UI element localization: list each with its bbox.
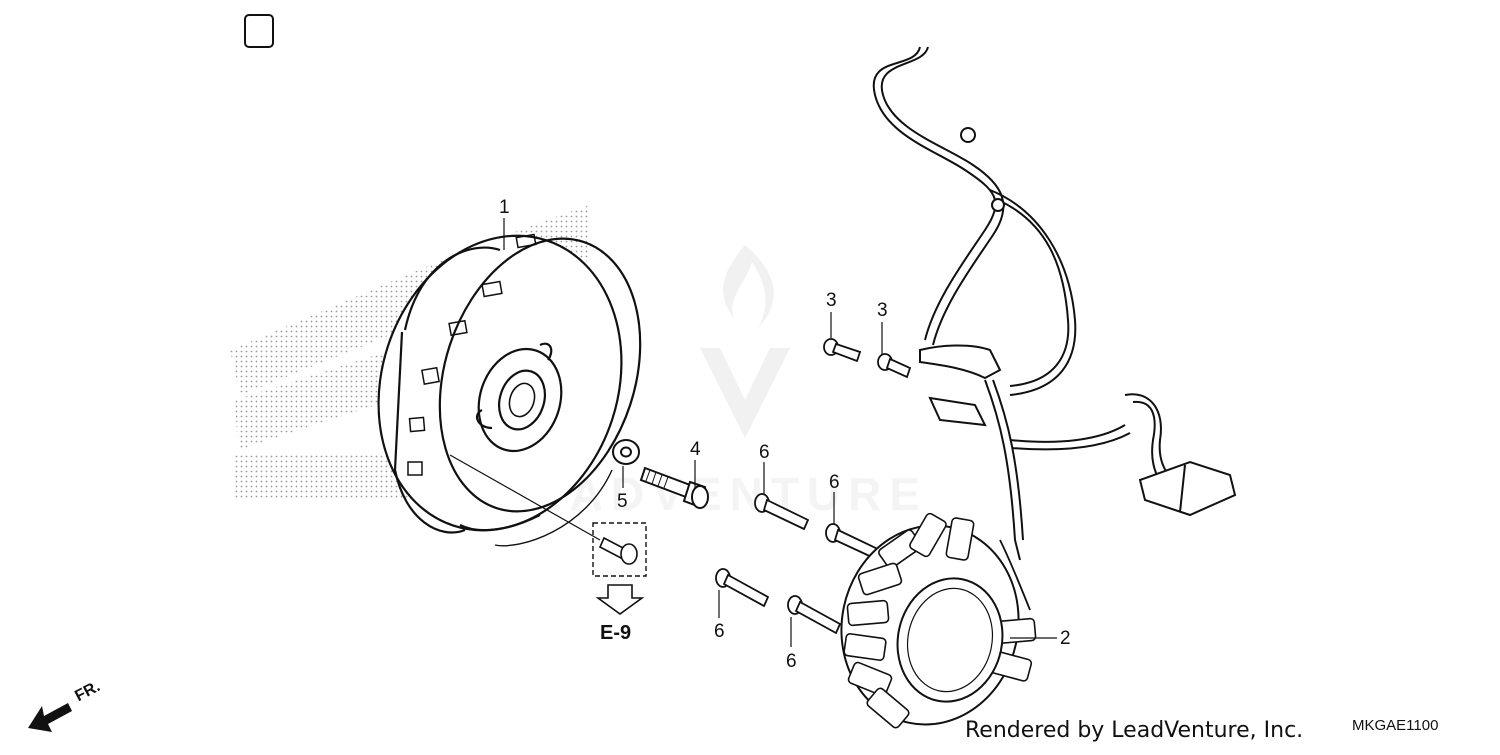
stator xyxy=(840,512,1037,729)
reference-box xyxy=(592,522,647,577)
flywheel-bolt xyxy=(639,466,709,509)
flywheel xyxy=(377,233,642,547)
leader-lines xyxy=(449,218,1057,647)
callout-part-6-c: 6 xyxy=(714,621,725,642)
callout-part-2: 2 xyxy=(1060,628,1071,649)
diagram-code: MKGAE1100 xyxy=(1352,717,1439,734)
render-credit: Rendered by LeadVenture, Inc. xyxy=(965,718,1304,743)
callout-part-3-left: 3 xyxy=(826,290,837,311)
wiring-harness xyxy=(244,14,1237,611)
front-direction-arrow xyxy=(28,703,72,732)
callout-part-6-b: 6 xyxy=(829,472,840,493)
callout-part-5: 5 xyxy=(617,491,628,512)
callout-part-6-d: 6 xyxy=(786,651,797,672)
callout-part-4: 4 xyxy=(690,439,701,460)
callout-part-3-right: 3 xyxy=(877,300,888,321)
washer xyxy=(612,439,640,465)
callout-part-6-a: 6 xyxy=(759,442,770,463)
callout-part-1: 1 xyxy=(499,197,510,218)
reference-arrow xyxy=(595,584,645,615)
reference-label: E-9 xyxy=(600,622,632,644)
stator-bolts xyxy=(715,338,912,635)
